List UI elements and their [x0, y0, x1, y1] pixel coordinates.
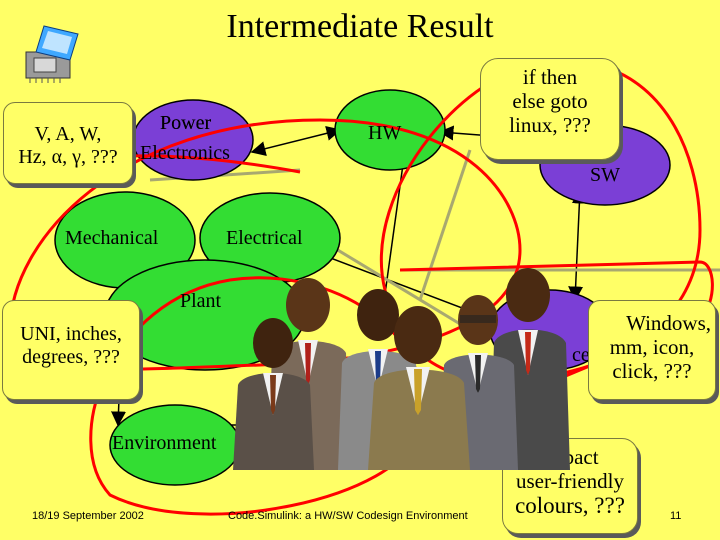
- callout-ui: Windows, mm, icon, click, ???: [588, 300, 716, 400]
- callout-impact-line2: user-friendly: [515, 469, 625, 494]
- node-plant-label: Plant: [180, 290, 222, 312]
- callout-software-line1: if then: [522, 65, 578, 89]
- node-power-label-top: Power: [160, 112, 212, 134]
- businessmen-group-clipart: [233, 268, 570, 470]
- computer-chip-icon: [22, 22, 84, 84]
- node-electrical-label: Electrical: [226, 227, 303, 249]
- node-power-label: Power: [160, 112, 212, 134]
- footer-title: Code.Simulink: a HW/SW Codesign Environm…: [228, 510, 468, 522]
- callout-mechanical-units-line2: degrees, ???: [22, 346, 120, 368]
- callout-software: if then else goto linux, ???: [480, 58, 620, 160]
- callout-electrical-units-line2: Hz, α, γ, ???: [18, 146, 118, 168]
- callout-electrical-units: V, A, W, Hz, α, γ, ???: [3, 102, 133, 184]
- callout-mechanical-units-line1: UNI, inches,: [20, 323, 122, 345]
- node-ce-label: ce: [572, 344, 590, 366]
- callout-software-line3: linux, ???: [509, 113, 591, 138]
- footer-date: 18/19 September 2002: [32, 510, 144, 522]
- page-number: 11: [670, 510, 682, 522]
- node-sw-label: SW: [590, 164, 620, 186]
- man-front-left: [233, 318, 314, 470]
- callout-ui-line1: Windows,: [626, 311, 711, 335]
- callout-impact-line3: colours, ???: [515, 493, 625, 519]
- callout-mechanical-units: UNI, inches, degrees, ???: [2, 300, 140, 400]
- node-environment-label: Environment: [112, 432, 217, 454]
- node-electronics-label: Electronics: [140, 142, 230, 164]
- callout-ui-line2: mm, icon,: [609, 335, 695, 360]
- node-mechanical-label: Mechanical: [65, 227, 159, 249]
- callout-ui-line3: click, ???: [612, 359, 692, 384]
- node-hw-label: HW: [368, 122, 402, 144]
- node-hw-shape: [334, 89, 446, 171]
- callout-electrical-units-line1: V, A, W,: [34, 123, 102, 145]
- page-title: Intermediate Result: [226, 8, 494, 45]
- man-front-center: [368, 306, 470, 470]
- callout-software-line2: else goto: [512, 89, 588, 114]
